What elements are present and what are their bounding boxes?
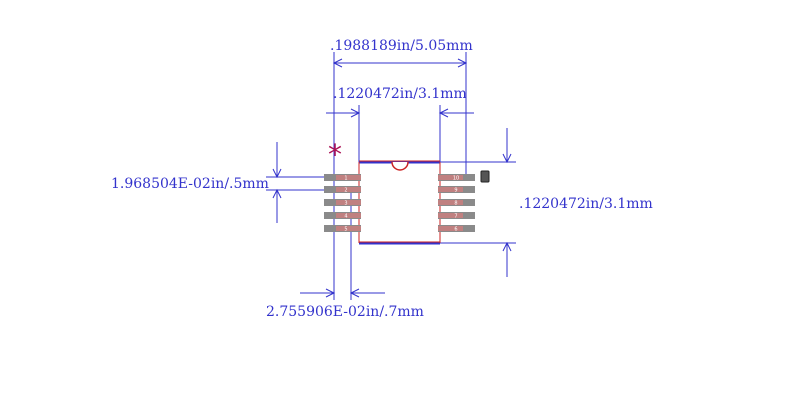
pad-4: 4 (324, 212, 361, 220)
pad-1: 1 (324, 174, 361, 182)
pad-9: 9 (438, 186, 475, 194)
pin1-marker: * (328, 138, 342, 171)
pad-6-label: 6 (454, 227, 457, 233)
pad-6: 6 (438, 225, 475, 233)
pad-9-label: 9 (454, 188, 457, 194)
right-pads: 10 9 8 7 6 (438, 174, 475, 233)
notch-mark (391, 161, 409, 171)
pad-10-label: 10 (453, 176, 459, 182)
overall-width-label: .1988189in/5.05mm (330, 38, 473, 54)
pad-8: 8 (438, 199, 475, 207)
pin-pitch-label: 1.968504E-02in/.5mm (111, 176, 269, 192)
body-width-dimension: .1220472in/3.1mm (326, 86, 474, 162)
body-width-label: .1220472in/3.1mm (333, 86, 467, 102)
pad-5-label: 5 (344, 227, 347, 233)
pin-pitch-dimension: 1.968504E-02in/.5mm (111, 142, 340, 223)
pad-2-label: 2 (344, 188, 347, 194)
reference-marker (480, 170, 490, 183)
package-body (358, 160, 441, 245)
pad-1-label: 1 (344, 176, 347, 182)
pad-4-label: 4 (344, 214, 347, 220)
pad-length-dimension: 2.755906E-02in/.7mm (266, 186, 424, 320)
pad-5: 5 (324, 225, 361, 233)
pad-8-label: 8 (454, 201, 457, 207)
body-height-dimension: .1220472in/3.1mm (440, 128, 653, 277)
body-height-label: .1220472in/3.1mm (519, 196, 653, 212)
left-pads: 1 2 3 4 5 (324, 174, 361, 233)
pad-7: 7 (438, 212, 475, 220)
pad-2: 2 (324, 186, 361, 194)
pad-10: 10 (438, 174, 475, 182)
pad-3: 3 (324, 199, 361, 207)
pad-7-label: 7 (454, 214, 457, 220)
pad-length-label: 2.755906E-02in/.7mm (266, 304, 424, 320)
pad-3-label: 3 (344, 201, 347, 207)
